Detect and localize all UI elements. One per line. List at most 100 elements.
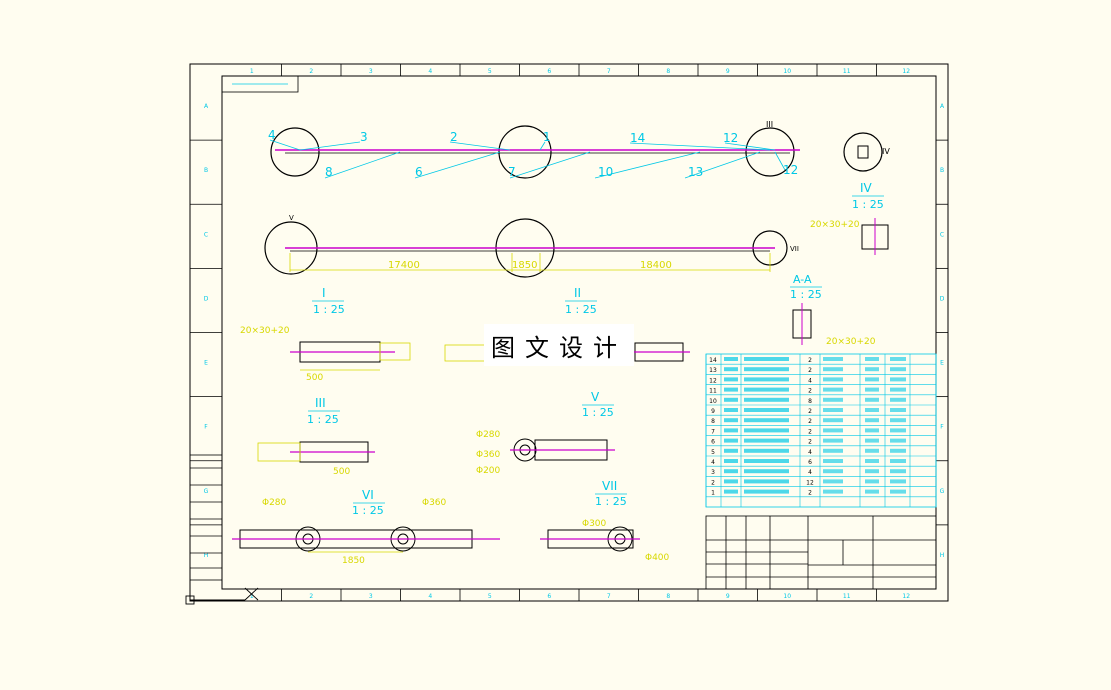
balloon-4: 4 — [268, 128, 276, 142]
bom-total-cell — [890, 479, 906, 484]
balloon-2: 2 — [450, 130, 458, 144]
view-I-detail: I 1 : 25 500 20×30+20 — [240, 286, 411, 383]
assembly-upper: 4 3 2 1 14 12 III 8 6 7 10 13 12 IV — [268, 120, 890, 179]
dim-18400: 18400 — [640, 260, 672, 271]
row-mark-left: F — [204, 424, 208, 431]
bom-row-number: 9 — [711, 408, 715, 415]
col-mark-top: 1 — [250, 68, 254, 75]
bom-material-cell — [823, 357, 843, 361]
bom-row-number: 2 — [711, 479, 715, 486]
bom-weight-cell — [865, 448, 879, 453]
row-mark-left: E — [204, 360, 208, 367]
dim-20x30-iv: 20×30+20 — [810, 220, 860, 230]
view-III-label: III — [315, 396, 326, 410]
bom-row-number: 3 — [711, 469, 715, 476]
detail-circle-III — [745, 127, 795, 177]
view-VI-detail: VI 1 : 25 1850 Φ280 Φ360 — [232, 488, 500, 566]
bom-code-cell — [724, 377, 738, 382]
col-mark-bottom: 12 — [902, 593, 910, 600]
bom-weight-cell — [865, 387, 879, 392]
view-marker-VII: VII — [790, 245, 799, 253]
bom-material-cell — [823, 418, 843, 423]
col-mark-top: 10 — [783, 68, 791, 75]
bom-weight-cell — [865, 438, 879, 443]
bom-row-number: 10 — [709, 398, 717, 405]
bom-code-cell — [724, 408, 738, 412]
bom-name-cell — [744, 387, 789, 392]
dim-360-vi: Φ360 — [422, 498, 447, 508]
bom-row-qty: 2 — [808, 408, 812, 415]
bom-code-cell — [724, 489, 738, 494]
row-mark-left: G — [204, 488, 209, 495]
dim-500-i: 500 — [306, 373, 323, 383]
bom-code-cell — [724, 469, 738, 474]
bom-name-cell — [744, 479, 789, 484]
bom-material-cell — [823, 459, 843, 463]
bom-row-qty: 2 — [808, 388, 812, 395]
corner-tag — [221, 75, 299, 93]
bom-material-cell — [823, 489, 843, 494]
row-mark-left: C — [204, 231, 208, 238]
bom-total-cell — [890, 428, 906, 433]
col-mark-top: 8 — [666, 68, 670, 75]
view-V-scale: 1 : 25 — [582, 406, 614, 419]
row-mark-right: G — [940, 488, 945, 495]
view-marker-V: V — [289, 214, 294, 222]
col-mark-bottom: 3 — [369, 593, 373, 600]
view-VII-detail: VII 1 : 25 Φ300 Φ400 — [540, 479, 670, 563]
col-mark-bottom: 9 — [726, 593, 730, 600]
bom-total-cell — [890, 489, 906, 494]
view-III-detail: III 1 : 25 500 — [257, 396, 375, 477]
col-mark-top: 12 — [902, 68, 910, 75]
row-mark-right: H — [940, 552, 945, 559]
bom-row-qty: 4 — [808, 469, 812, 476]
bom-name-cell — [744, 489, 789, 494]
dim-500-iii: 500 — [333, 467, 350, 477]
bom-code-cell — [724, 479, 738, 484]
bom-row-number: 14 — [709, 357, 717, 364]
view-IV-detail: IV 1 : 25 20×30+20 — [810, 181, 889, 255]
view-V-detail: V 1 : 25 Φ280 Φ360 Φ200 — [476, 390, 615, 476]
dim-1850-vi: 1850 — [342, 556, 365, 566]
row-mark-left: H — [204, 552, 209, 559]
dim-360-v: Φ360 — [476, 450, 501, 460]
bom-name-cell — [744, 367, 789, 372]
bom-total-cell — [890, 438, 906, 443]
bom-row-qty: 2 — [808, 490, 812, 497]
bom-weight-cell — [865, 418, 879, 423]
bom-code-cell — [724, 387, 738, 392]
bom-weight-cell — [865, 377, 879, 382]
col-mark-top: 3 — [369, 68, 373, 75]
watermark-text: 图文设计 — [491, 333, 627, 362]
view-V-label: V — [591, 390, 600, 404]
bom-weight-cell — [865, 459, 879, 463]
col-mark-bottom: 6 — [547, 593, 551, 600]
bom-code-cell — [724, 357, 738, 361]
bom-material-cell — [823, 438, 843, 443]
view-II-label: II — [574, 286, 581, 300]
ucs-icon — [185, 545, 259, 605]
dim-300-vii: Φ300 — [582, 519, 607, 529]
bom-material-cell — [823, 448, 843, 453]
dim-20x30-aa: 20×30+20 — [826, 337, 876, 347]
bom-weight-cell — [865, 479, 879, 484]
bom-row-qty: 6 — [808, 459, 812, 466]
bom-row-number: 6 — [711, 439, 715, 446]
bom-row-qty: 12 — [806, 479, 814, 486]
col-mark-top: 9 — [726, 68, 730, 75]
row-mark-right: B — [940, 167, 944, 174]
balloon-14: 14 — [630, 131, 645, 145]
bom-row-number: 4 — [711, 459, 715, 466]
detail-circle-I — [270, 127, 320, 177]
bom-material-cell — [823, 377, 843, 382]
bom-name-cell — [744, 408, 789, 412]
bom-name-cell — [744, 397, 789, 402]
col-mark-bottom: 5 — [488, 593, 492, 600]
bom-row-number: 11 — [709, 388, 717, 395]
view-I-label: I — [322, 286, 326, 300]
bom-row-number: 8 — [711, 418, 715, 425]
